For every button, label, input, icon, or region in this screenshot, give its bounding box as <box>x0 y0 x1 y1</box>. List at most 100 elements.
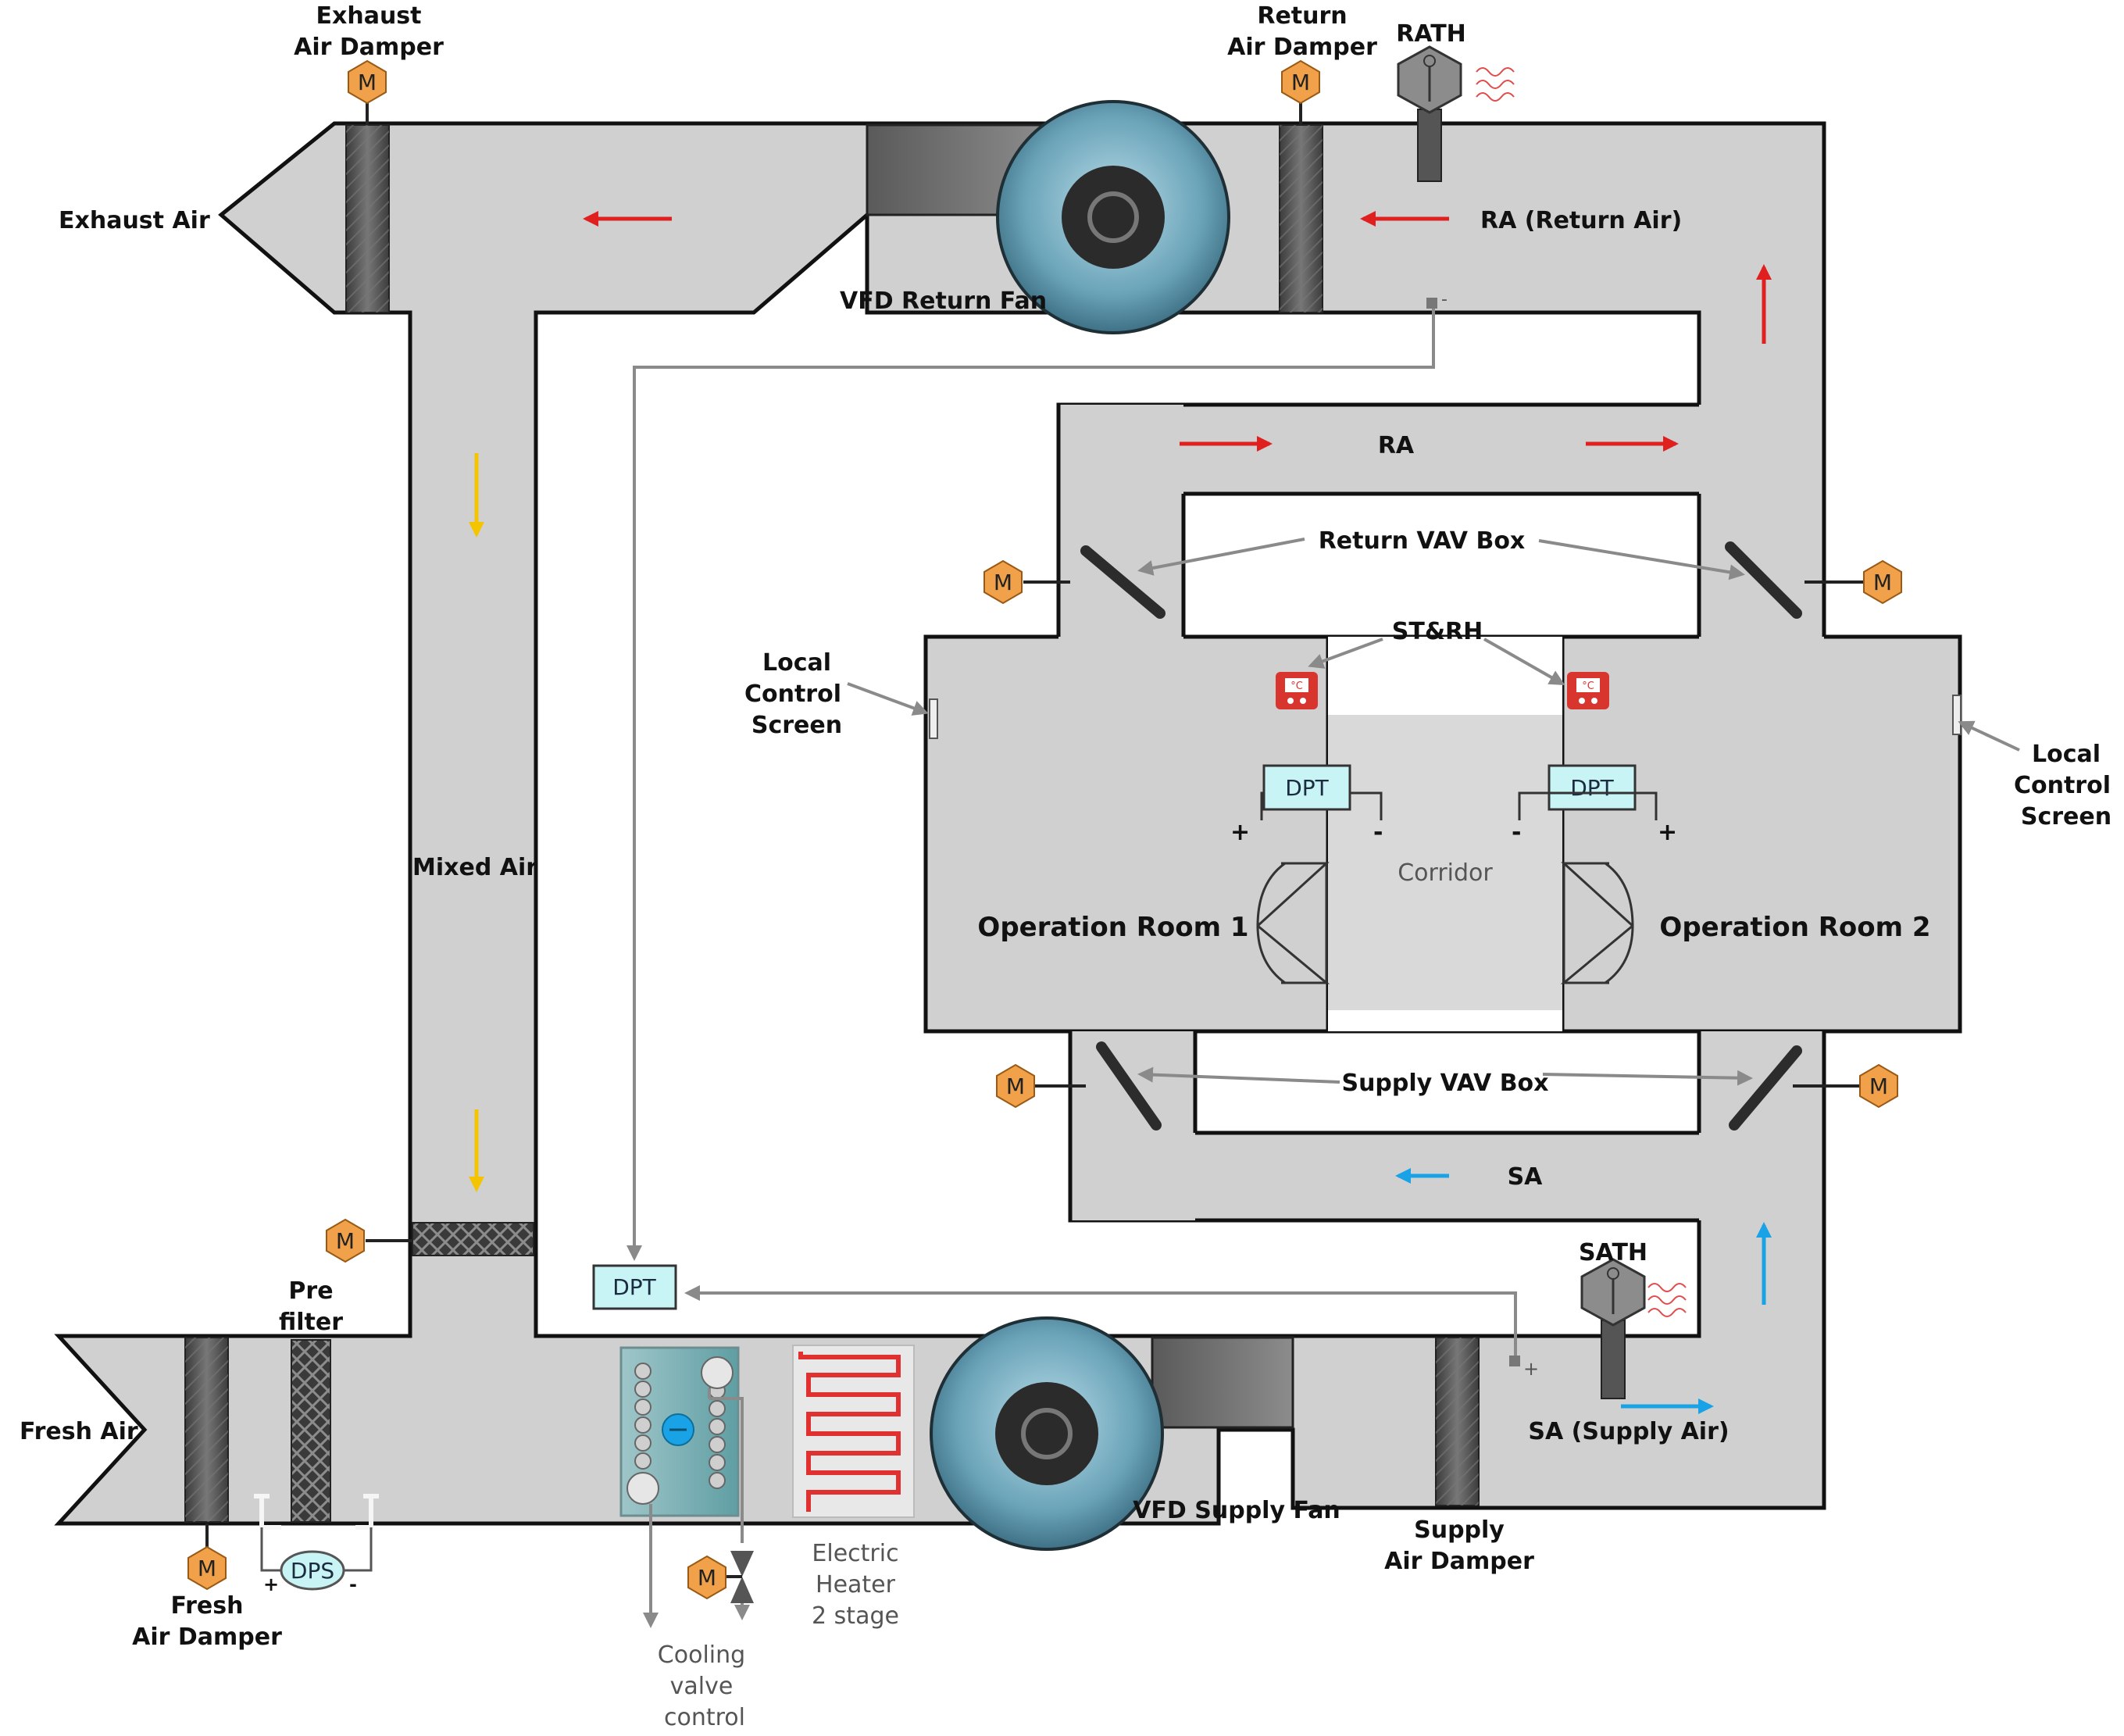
mixed-air-damper[interactable] <box>412 1222 534 1256</box>
fresh-damper-motor[interactable]: M <box>187 1523 227 1591</box>
door-room1 <box>1256 862 1330 984</box>
supply-vav-motor-left[interactable]: M <box>996 1063 1086 1109</box>
fresh-air-damper[interactable] <box>184 1337 229 1523</box>
return-vav-blade-right[interactable] <box>1725 541 1802 619</box>
st-rh-sensor-room1[interactable]: °C <box>1276 672 1318 709</box>
supply-vav-label: Supply VAV Box <box>1341 1070 1548 1097</box>
supply-vav-motor-right[interactable]: M <box>1793 1063 1898 1109</box>
sa-label: SA <box>1508 1163 1544 1191</box>
svg-text:M: M <box>994 570 1012 595</box>
electric-heater-label-1: Electric <box>812 1540 898 1567</box>
dpt-box <box>1262 764 1351 811</box>
pre-filter[interactable] <box>291 1339 331 1523</box>
vfd-supply-fan-label: VFD Supply Fan <box>1133 1497 1340 1524</box>
fresh-damper-label-1: Fresh <box>171 1592 244 1620</box>
return-vav-motor-right[interactable]: M <box>1805 559 1902 605</box>
dpt-room1[interactable]: DPT + - <box>1230 764 1383 846</box>
damper-icon <box>412 1222 534 1256</box>
cooling-valve-label-1: Cooling <box>658 1641 745 1669</box>
motor-icon <box>1863 559 1902 605</box>
return-vav-duct-left <box>1058 405 1183 639</box>
supply-vav-blade-left[interactable] <box>1096 1041 1162 1131</box>
cooling-valve-motor[interactable]: M <box>687 1555 726 1600</box>
dps-plus: + <box>263 1573 279 1595</box>
svg-text:M: M <box>198 1556 216 1581</box>
st-rh-label: ST&RH <box>1392 618 1483 645</box>
return-vav-blade-left[interactable] <box>1080 545 1166 619</box>
exhaust-air-damper[interactable] <box>345 124 390 313</box>
svg-text:+: + <box>1523 1358 1539 1380</box>
local-screen-right-label-1: Local <box>2032 741 2101 768</box>
return-damper-motor[interactable]: M <box>1281 59 1320 125</box>
return-vav-label: Return VAV Box <box>1319 527 1526 555</box>
svg-text:M: M <box>1006 1073 1025 1099</box>
svg-text:DPT: DPT <box>1570 775 1614 801</box>
st-rh-sensor-room2[interactable]: °C <box>1567 672 1609 709</box>
callout-lines <box>847 538 2020 1086</box>
return-damper-label-1: Return <box>1257 2 1347 30</box>
svg-text:DPT: DPT <box>1285 775 1329 801</box>
local-screen-right-label-2: Control <box>2014 772 2111 799</box>
svg-text:-: - <box>1512 819 1521 846</box>
return-vav-duct-right <box>1699 405 1824 639</box>
supply-damper-label-1: Supply <box>1414 1516 1505 1544</box>
electric-heater-label-2: Heater <box>816 1571 896 1598</box>
svg-text:M: M <box>1869 1073 1888 1099</box>
corridor-top-gap <box>1328 637 1562 715</box>
svg-text:M: M <box>1873 570 1892 595</box>
motor-icon <box>1859 1063 1898 1109</box>
return-damper-label-2: Air Damper <box>1227 34 1377 61</box>
electric-heater[interactable] <box>792 1345 915 1518</box>
dpt-main[interactable]: DPT <box>592 1264 677 1310</box>
return-air-label: RA (Return Air) <box>1480 207 1682 234</box>
svg-text:°C: °C <box>1290 680 1303 692</box>
vfd-return-fan[interactable] <box>866 100 1230 334</box>
cooling-supply-line <box>708 1388 744 1543</box>
sath-sensor[interactable] <box>1580 1258 1687 1399</box>
motor-icon <box>996 1063 1035 1109</box>
motor-icon <box>187 1545 227 1591</box>
dps-sensor[interactable]: DPS + - <box>254 1494 379 1595</box>
local-control-screen-right[interactable] <box>1952 695 1962 735</box>
vfd-supply-fan[interactable] <box>930 1316 1294 1551</box>
pre-filter-label-1: Pre <box>288 1277 333 1305</box>
supply-air-label: SA (Supply Air) <box>1528 1418 1729 1445</box>
valve-icon <box>730 1551 754 1577</box>
svg-text:°C: °C <box>1582 680 1594 692</box>
exhaust-damper-motor[interactable]: M <box>348 59 387 125</box>
cooling-valve[interactable] <box>725 1551 754 1620</box>
flow-arrows <box>469 211 1772 1414</box>
exhaust-damper-label-1: Exhaust <box>316 2 422 30</box>
supply-vav-blade-right[interactable] <box>1729 1045 1802 1131</box>
local-screen-left-label-3: Screen <box>751 712 842 739</box>
cooling-valve-label-3: control <box>664 1704 745 1731</box>
local-screen-right-label-3: Screen <box>2021 803 2112 830</box>
sath-label: SATH <box>1579 1239 1647 1266</box>
rath-sensor[interactable] <box>1397 45 1515 182</box>
filter-icon <box>291 1339 331 1523</box>
labels: Exhaust Air Damper Return Air Damper RAT… <box>20 2 2112 1731</box>
supply-damper-label-2: Air Damper <box>1384 1548 1534 1575</box>
dpt-box <box>1547 764 1637 811</box>
exhaust-damper-label-2: Air Damper <box>294 34 444 61</box>
return-air-damper[interactable] <box>1279 124 1323 313</box>
vfd-return-fan-label: VFD Return Fan <box>840 288 1047 315</box>
local-control-screen-left[interactable] <box>929 698 938 739</box>
svg-text:+: + <box>1658 819 1677 846</box>
cooling-coil[interactable] <box>619 1346 740 1517</box>
dpt-room2[interactable]: DPT - + <box>1512 764 1677 846</box>
supply-air-damper[interactable] <box>1435 1337 1480 1506</box>
corridor-bottom-gap <box>1328 1010 1562 1031</box>
svg-text:-: - <box>1441 290 1448 309</box>
mixed-air-label: Mixed Air <box>412 854 537 881</box>
return-vav-motor-left[interactable]: M <box>983 559 1070 605</box>
mixed-damper-motor[interactable]: M <box>326 1218 412 1263</box>
svg-text:M: M <box>336 1228 355 1254</box>
svg-text:-: - <box>1373 819 1383 846</box>
fresh-damper-label-2: Air Damper <box>132 1623 282 1651</box>
supply-vav-duct-left <box>1070 1031 1195 1220</box>
motor-icon <box>687 1555 726 1600</box>
vav-blades <box>1080 541 1802 1131</box>
return-vav-white-box <box>1181 491 1701 639</box>
